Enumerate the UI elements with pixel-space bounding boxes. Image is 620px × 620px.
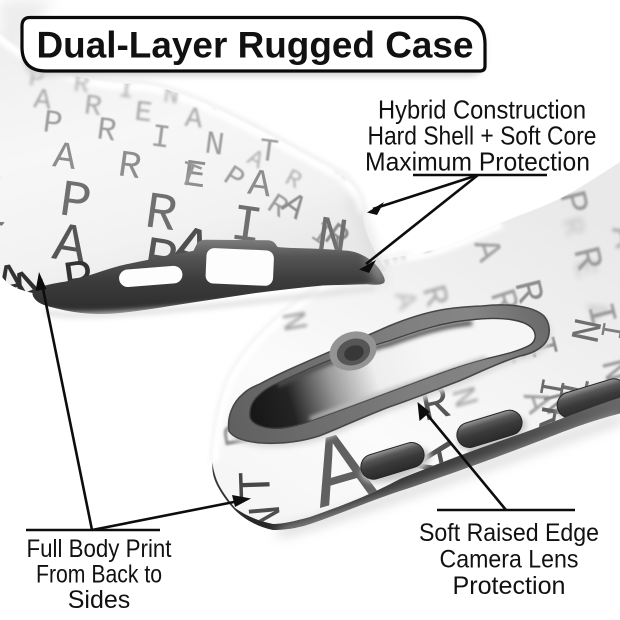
svg-text:Full Body Print: Full Body Print — [27, 535, 172, 563]
svg-text:Sides: Sides — [68, 586, 131, 614]
svg-text:Soft Raised Edge: Soft Raised Edge — [419, 519, 599, 547]
svg-text:I: I — [591, 318, 620, 342]
svg-text:Hybrid Construction: Hybrid Construction — [378, 95, 586, 125]
svg-text:Maximum Protection: Maximum Protection — [365, 147, 590, 177]
svg-text:Dual-Layer Rugged Case: Dual-Layer Rugged Case — [37, 25, 474, 66]
svg-text:E: E — [0, 167, 11, 199]
svg-text:Camera Lens: Camera Lens — [440, 546, 579, 574]
svg-text:From Back to: From Back to — [36, 561, 162, 589]
svg-text:T: T — [231, 470, 284, 499]
svg-text:Protection: Protection — [453, 572, 566, 600]
svg-text:Hard Shell + Soft Core: Hard Shell + Soft Core — [368, 121, 597, 151]
